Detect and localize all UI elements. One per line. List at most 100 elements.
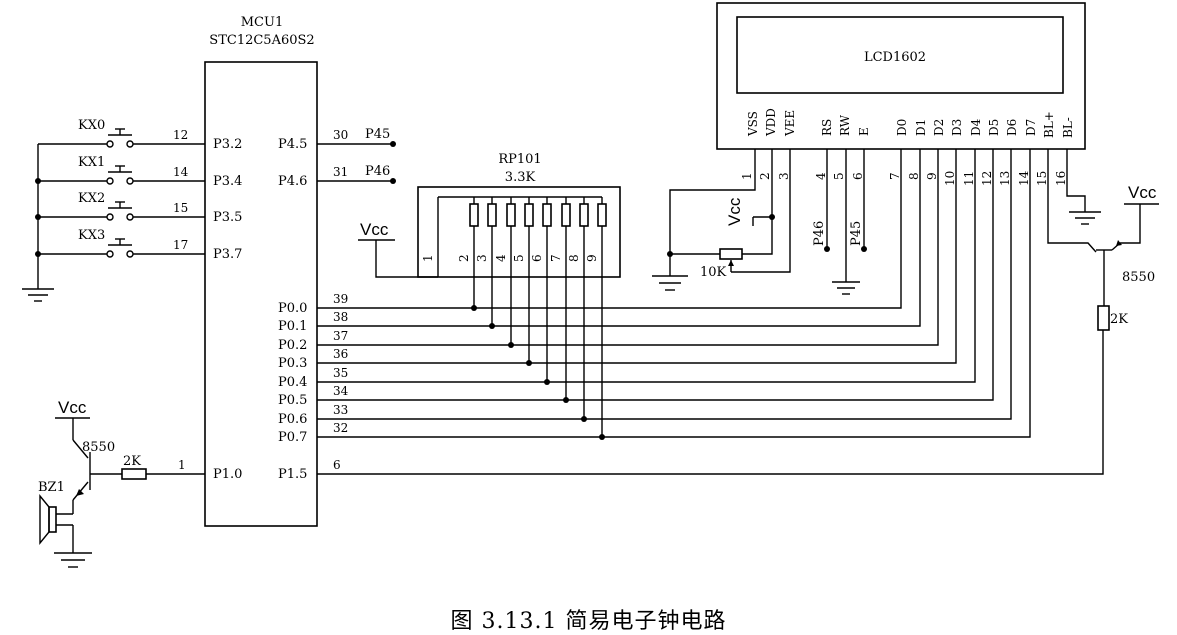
mcu-body — [204, 61, 318, 527]
rp-pin-number: 1 — [421, 254, 435, 262]
mcu-pin-number: 30 — [333, 128, 348, 142]
mcu-part-number: STC12C5A60S2 — [209, 33, 314, 48]
mcu-pin-name: P1.5 — [278, 467, 307, 482]
mcu-pin-name: P0.5 — [278, 393, 307, 408]
lcd-pin-label: D7 — [1024, 119, 1038, 136]
key-label: KX1 — [78, 155, 105, 170]
mcu-pin-number: 12 — [173, 128, 188, 142]
mcu-pin-name: P3.4 — [213, 174, 242, 189]
lcd-pin-label: D1 — [914, 119, 928, 136]
key-switch-kx2 — [38, 201, 205, 221]
buzzer-driver: Vcc 8550 2K BZ1 — [38, 398, 205, 568]
rp-pin-number: 4 — [494, 254, 508, 262]
potentiometer-10k — [719, 248, 743, 260]
lcd-net-label-p45: P45 — [849, 221, 864, 246]
lcd-pin-label: D3 — [950, 119, 964, 136]
rp-value: 3.3K — [505, 170, 536, 185]
p4-outputs: P45 P46 — [317, 127, 396, 184]
mcu-pin-name: P3.7 — [213, 247, 242, 262]
lcd-pin-label: D6 — [1005, 119, 1019, 136]
key-switch-kx0 — [38, 128, 205, 148]
vcc-label: Vcc — [1128, 183, 1157, 202]
keypad: KX0 KX1 KX2 KX3 — [22, 118, 205, 302]
mcu-designator: MCU1 — [241, 15, 284, 30]
mcu-pin-number: 14 — [173, 165, 189, 179]
mcu-pin-name: P1.0 — [213, 467, 242, 482]
mcu-pin-number: 33 — [333, 403, 348, 417]
key-switch-kx3 — [38, 238, 205, 258]
mcu-pin-number: 34 — [333, 384, 349, 398]
rp-pin-number: 3 — [475, 254, 489, 262]
mcu-pin-name: P0.2 — [278, 338, 307, 353]
lcd-pin-label: D2 — [932, 119, 946, 136]
lcd-screen — [736, 16, 1064, 94]
resistor-2k — [1097, 305, 1110, 331]
lcd-title: LCD1602 — [864, 50, 926, 65]
key-label: KX3 — [78, 228, 105, 243]
mcu-pin-number: 39 — [333, 292, 348, 306]
rp-designator: RP101 — [498, 152, 541, 167]
mcu-pin-name: P0.3 — [278, 356, 307, 371]
data-bus — [317, 149, 1104, 475]
lcd-pin-label: D4 — [969, 118, 983, 136]
key-switch-kx1 — [38, 165, 205, 185]
lcd-pin-number: 11 — [962, 171, 976, 186]
rp-pin-number: 2 — [457, 254, 471, 262]
mcu-pin-name: P0.0 — [278, 301, 307, 316]
resistor-value: 2K — [123, 454, 141, 469]
lcd-pin-label: E — [857, 127, 871, 136]
lcd-pin-number: 12 — [980, 171, 994, 186]
mcu-pin-number: 36 — [333, 347, 348, 361]
key-label: KX2 — [78, 191, 105, 206]
mcu-pin-number: 6 — [333, 458, 341, 472]
mcu-pin-number: 1 — [178, 458, 186, 472]
mcu-pin-number: 32 — [333, 421, 348, 435]
lcd-pin-number: 4 — [814, 172, 828, 180]
lcd-pin-label: BL- — [1061, 117, 1075, 138]
pot-value: 10K — [700, 265, 727, 280]
transistor-part: 8550 — [1122, 270, 1155, 285]
rp-pin-number: 9 — [585, 254, 599, 262]
lcd-pin-number: 10 — [943, 171, 957, 186]
lcd1602: LCD1602 VSS VDD VEE RS RW E D0 D1 D2 D3 … — [652, 2, 1159, 331]
mcu-pin-name: P4.6 — [278, 174, 307, 189]
figure-caption: 图 3.13.1 简易电子钟电路 — [450, 609, 727, 634]
mcu-pin-name: P4.5 — [278, 137, 307, 152]
lcd-pin-label: VDD — [764, 108, 778, 137]
mcu-pin-number: 17 — [173, 238, 188, 252]
lcd-pin-number: 5 — [832, 172, 846, 180]
mcu-pin-name: P0.1 — [278, 319, 307, 334]
lcd-pin-label: VEE — [783, 110, 797, 137]
lcd-pin-number: 9 — [925, 172, 939, 180]
circuit-schematic: MCU1 STC12C5A60S2 P3.2 P3.4 P3.5 P3.7 P1… — [22, 2, 1159, 568]
buzzer-designator: BZ1 — [38, 480, 65, 495]
vcc-label: Vcc — [58, 398, 87, 417]
lcd-pin-number: 16 — [1054, 171, 1068, 186]
mcu-pin-name: P3.2 — [213, 137, 242, 152]
mcu-pin-number: 15 — [173, 201, 188, 215]
lcd-pin-number: 7 — [888, 172, 902, 180]
net-label-p46: P46 — [365, 164, 390, 179]
rp-pin-number: 5 — [512, 254, 526, 262]
lcd-pin-number: 15 — [1035, 171, 1049, 186]
vcc-label: Vcc — [360, 220, 389, 239]
vcc-label: Vcc — [725, 197, 744, 226]
mcu-pin-name: P3.5 — [213, 210, 242, 225]
mcu-pin-name: P0.6 — [278, 412, 307, 427]
lcd-pin-label: VSS — [746, 111, 760, 137]
resistor-value: 2K — [1110, 312, 1128, 327]
lcd-pin-label: BL+ — [1042, 111, 1056, 138]
mcu-pin-number: 35 — [333, 366, 348, 380]
lcd-pin-number: 8 — [907, 172, 921, 180]
rp-body — [417, 186, 621, 278]
lcd-pin-label: RW — [838, 114, 852, 136]
resistor-pack: RP101 3.3K 1 2 3 4 5 6 7 8 9 Vcc — [358, 152, 621, 440]
transistor-part: 8550 — [82, 440, 115, 455]
lcd-pin-number: 2 — [758, 172, 772, 180]
resistor-2k — [121, 468, 147, 480]
lcd-net-label-p46: P46 — [812, 221, 827, 246]
mcu: MCU1 STC12C5A60S2 P3.2 P3.4 P3.5 P3.7 P1… — [173, 15, 349, 527]
net-label-p45: P45 — [365, 127, 390, 142]
mcu-pin-name: P0.7 — [278, 430, 307, 445]
buzzer-body — [48, 506, 57, 533]
